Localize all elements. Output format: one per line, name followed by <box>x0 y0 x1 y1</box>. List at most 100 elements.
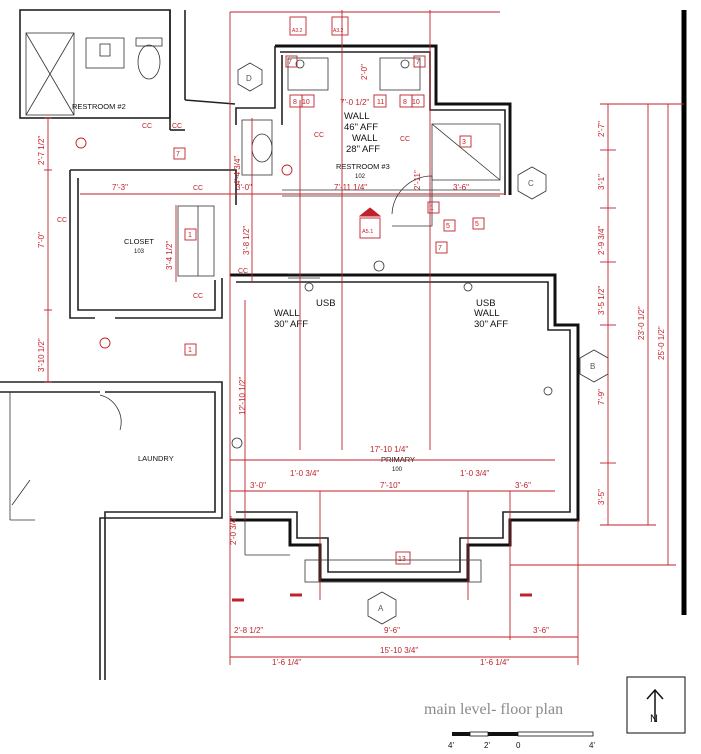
elevation-d-label: D <box>246 74 252 83</box>
svg-text:5: 5 <box>475 221 479 228</box>
section-a51-tag: A5.1 <box>362 229 373 235</box>
cc-markers: CC CC CC CC CC CC CC CC <box>57 123 410 300</box>
svg-text:7'-9": 7'-9" <box>597 389 606 405</box>
svg-text:3'-1": 3'-1" <box>597 174 606 190</box>
closet-label: CLOSET <box>124 237 154 246</box>
closet-number: 103 <box>134 249 145 255</box>
drawing-title: main level- floor plan <box>424 701 563 718</box>
svg-text:1: 1 <box>188 347 192 354</box>
elevation-a-label: A <box>378 604 384 613</box>
svg-text:3'-5": 3'-5" <box>597 489 606 505</box>
svg-text:7'-0 1/2": 7'-0 1/2" <box>340 98 369 107</box>
svg-text:7'-11 1/4": 7'-11 1/4" <box>334 183 367 192</box>
svg-text:7'-10": 7'-10" <box>380 481 401 490</box>
restroom-3-number: 102 <box>355 174 366 180</box>
note-usb-left: USB <box>316 298 336 309</box>
svg-text:10: 10 <box>302 99 310 106</box>
svg-text:CC: CC <box>172 123 182 130</box>
restroom-3-label: RESTROOM #3 <box>336 162 390 171</box>
svg-text:4'-4 3/4": 4'-4 3/4" <box>233 156 242 185</box>
note-wall-30-left-aff: 30" AFF <box>274 319 308 330</box>
svg-text:25'-0 1/2": 25'-0 1/2" <box>657 326 666 360</box>
svg-text:2'-8 1/2": 2'-8 1/2" <box>234 626 263 635</box>
note-wall-28: WALL <box>352 133 378 144</box>
svg-text:CC: CC <box>238 268 248 275</box>
svg-text:7'-0": 7'-0" <box>37 232 46 248</box>
elevation-c-marker <box>517 166 547 200</box>
svg-text:17'-10 1/4": 17'-10 1/4" <box>370 445 408 454</box>
laundry-label: LAUNDRY <box>138 454 174 463</box>
dimension-lines <box>44 10 684 665</box>
svg-text:11: 11 <box>377 99 384 106</box>
svg-text:12'-10 1/2": 12'-10 1/2" <box>238 377 247 415</box>
note-usb-right: USB <box>476 298 496 309</box>
svg-text:7'-3": 7'-3" <box>112 183 128 192</box>
svg-text:1'-6 1/4": 1'-6 1/4" <box>480 658 509 667</box>
svg-text:7: 7 <box>438 245 442 252</box>
svg-text:CC: CC <box>193 293 203 300</box>
svg-text:1'-6 1/4": 1'-6 1/4" <box>272 658 301 667</box>
svg-text:7: 7 <box>416 59 420 66</box>
svg-text:CC: CC <box>314 132 324 139</box>
svg-text:1: 1 <box>430 205 434 212</box>
svg-text:7: 7 <box>176 151 180 158</box>
svg-text:2'-7": 2'-7" <box>597 121 606 137</box>
svg-text:23'-0 1/2": 23'-0 1/2" <box>637 306 646 340</box>
graphic-scale-bar: 4' 2' 0 4' <box>448 731 595 750</box>
svg-text:1'-0 3/4": 1'-0 3/4" <box>460 469 489 478</box>
note-wall-46: WALL <box>344 111 370 122</box>
svg-text:15'-10 3/4": 15'-10 3/4" <box>380 646 418 655</box>
svg-text:CC: CC <box>57 217 67 224</box>
elevation-b-label: B <box>590 362 595 371</box>
svg-text:2'-0 3/4": 2'-0 3/4" <box>229 516 238 545</box>
elevation-d-marker <box>237 62 263 92</box>
svg-text:3'-10 1/2": 3'-10 1/2" <box>37 338 46 372</box>
note-wall-30-right-aff: 30" AFF <box>474 319 508 330</box>
elevation-c-label: C <box>528 179 534 188</box>
note-wall-28-aff: 28" AFF <box>346 144 380 155</box>
primary-label: PRIMARY <box>381 455 415 464</box>
note-wall-30-left: WALL <box>274 308 300 319</box>
elevation-a-marker <box>367 591 397 625</box>
svg-text:2'-7 1/2": 2'-7 1/2" <box>37 136 46 165</box>
scale-4ft-right: 4' <box>589 741 595 750</box>
svg-text:8: 8 <box>293 99 297 106</box>
primary-walls <box>230 260 580 583</box>
svg-text:2'-9 3/4": 2'-9 3/4" <box>597 226 606 255</box>
svg-text:3'-0": 3'-0" <box>250 481 266 490</box>
svg-text:10: 10 <box>412 99 420 106</box>
svg-text:2'-0": 2'-0" <box>360 64 369 80</box>
scale-4ft-left: 4' <box>448 741 454 750</box>
svg-text:CC: CC <box>400 136 410 143</box>
restroom-2-label: RESTROOM #2 <box>72 102 126 111</box>
svg-text:3'-8 1/2": 3'-8 1/2" <box>242 226 251 255</box>
note-wall-30-right: WALL <box>474 308 500 319</box>
svg-text:1'-0 3/4": 1'-0 3/4" <box>290 469 319 478</box>
svg-text:3'-6": 3'-6" <box>515 481 531 490</box>
svg-text:3: 3 <box>462 139 466 146</box>
svg-text:3'-5 1/2": 3'-5 1/2" <box>597 286 606 315</box>
restroom-2-walls <box>19 9 236 131</box>
svg-text:3'-6": 3'-6" <box>533 626 549 635</box>
svg-text:2'-11": 2'-11" <box>413 170 422 190</box>
svg-text:7: 7 <box>288 59 292 66</box>
primary-number: 100 <box>392 467 403 473</box>
note-wall-46-aff: 46" AFF <box>344 122 378 133</box>
svg-text:9'-6": 9'-6" <box>384 626 400 635</box>
section-a32-tag-1: A3.2 <box>292 28 303 34</box>
scale-0: 0 <box>516 741 521 750</box>
svg-text:1: 1 <box>188 232 192 239</box>
north-arrow: N <box>626 676 686 734</box>
section-a32-tag-2: A3.2 <box>333 28 344 34</box>
north-label: N <box>650 713 658 725</box>
svg-text:CC: CC <box>142 123 152 130</box>
svg-text:13: 13 <box>398 556 406 563</box>
svg-text:8: 8 <box>403 99 407 106</box>
svg-text:3'-0": 3'-0" <box>236 183 252 192</box>
scale-2ft: 2' <box>484 741 490 750</box>
closet-walls <box>69 169 237 319</box>
svg-text:5: 5 <box>446 223 450 230</box>
svg-text:3'-6": 3'-6" <box>453 183 469 192</box>
dimension-labels: 2'-7 1/2" 7'-0" 3'-10 1/2" 7'-3" 3'-0" 7… <box>37 64 666 667</box>
